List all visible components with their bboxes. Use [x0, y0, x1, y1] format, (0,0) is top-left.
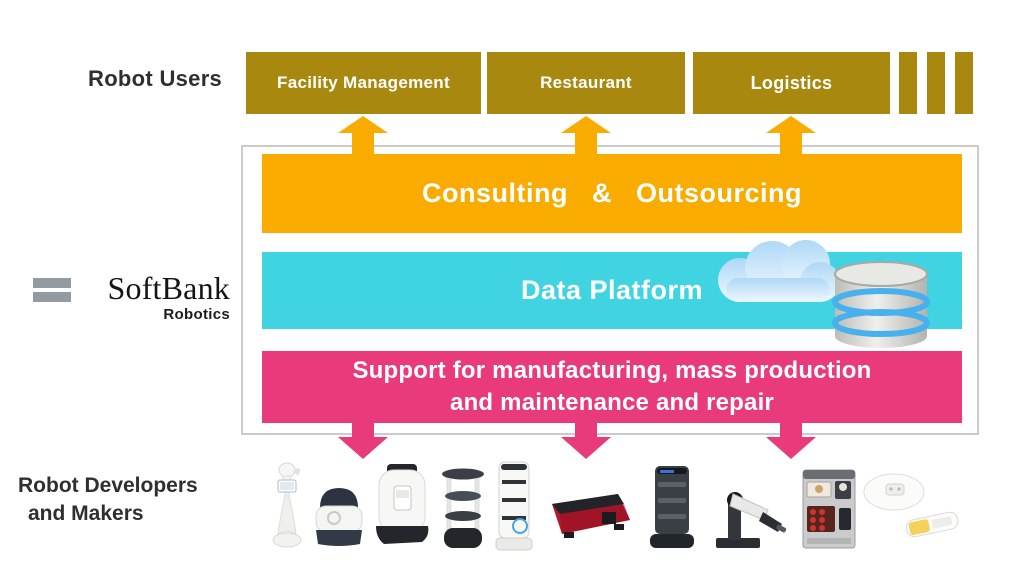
segment-restaurant: Restaurant	[487, 52, 685, 114]
red-agv-robot-image	[552, 494, 630, 538]
logo-brand-text: SoftBank	[107, 270, 230, 306]
segment-label: Restaurant	[540, 73, 632, 92]
whiz-vacuum-robot-image	[315, 488, 363, 546]
softbank-bars-icon	[33, 278, 71, 306]
servi-tray-robot-image	[442, 468, 484, 548]
up-arrow-icon	[338, 116, 388, 156]
developers-line2: and Makers	[28, 502, 144, 525]
rack-delivery-robot-image	[650, 466, 694, 548]
robot-developers-label: Robot Developers and Makers	[18, 472, 198, 528]
consulting-label: Consulting & Outsourcing	[422, 178, 802, 208]
cloud-icon	[718, 240, 840, 302]
developers-line1: Robot Developers	[18, 474, 198, 497]
down-arrow-icon	[766, 421, 816, 459]
support-label-line1: Support for manufacturing, mass producti…	[352, 357, 872, 384]
database-icon	[832, 261, 930, 348]
segment-bar-2	[927, 52, 945, 114]
segment-facility-management: Facility Management	[246, 52, 481, 114]
handheld-device-image	[905, 511, 959, 538]
segment-label: Facility Management	[277, 73, 450, 92]
floor-scrubber-robot-image	[376, 464, 429, 544]
up-arrow-icon	[561, 116, 611, 156]
consulting-outsourcing-band: Consulting & Outsourcing	[262, 154, 962, 233]
shelf-delivery-robot-image	[495, 461, 533, 551]
segment-bar-1	[899, 52, 917, 114]
robotic-arm-image	[716, 492, 787, 548]
robot-users-label: Robot Users	[88, 66, 223, 91]
segment-logistics: Logistics	[693, 52, 890, 114]
logo-division-text: Robotics	[163, 306, 230, 323]
support-band: Support for manufacturing, mass producti…	[262, 351, 962, 423]
pepper-humanoid-robot-image	[272, 462, 302, 548]
down-arrow-icon	[338, 421, 388, 459]
data-platform-label: Data Platform	[520, 275, 704, 305]
softbank-robotics-logo: SoftBank Robotics	[30, 270, 230, 330]
down-arrow-icon	[561, 421, 611, 459]
vending-robot-image	[802, 469, 856, 549]
support-label-line2: and maintenance and repair	[450, 389, 774, 416]
segment-label: Logistics	[750, 72, 833, 93]
oval-device-image	[863, 473, 925, 511]
up-arrow-icon	[766, 116, 816, 156]
segment-bar-3	[955, 52, 973, 114]
